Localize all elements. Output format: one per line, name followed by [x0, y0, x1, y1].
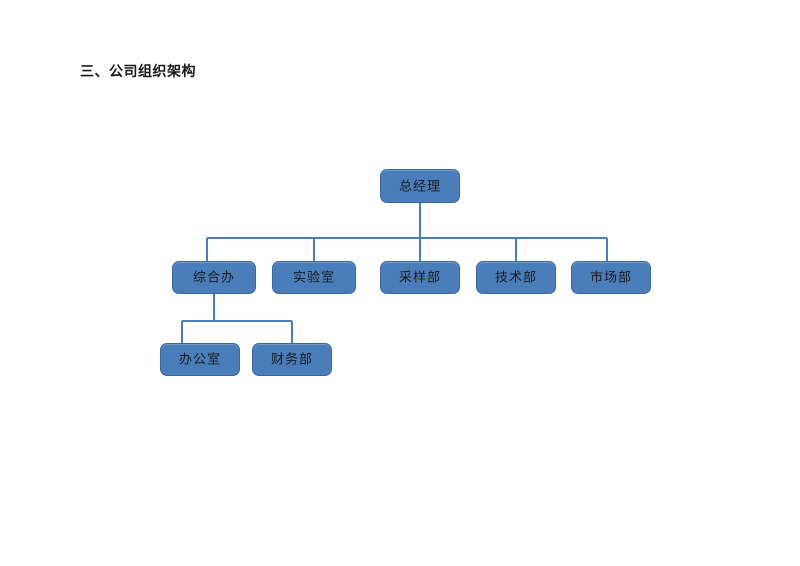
org-node-label: 财务部 [270, 351, 313, 367]
org-node-marketing-dept[interactable]: 市场部 [571, 261, 651, 294]
section-heading: 三、公司组织架构 [80, 65, 196, 80]
org-node-label: 综合办 [192, 269, 235, 285]
org-node-label: 办公室 [178, 351, 221, 367]
org-node-sampling-dept[interactable]: 采样部 [380, 261, 460, 294]
org-node-laboratory[interactable]: 实验室 [272, 261, 356, 294]
org-node-label: 采样部 [398, 269, 441, 285]
org-node-label: 总经理 [398, 178, 441, 193]
org-node-technical-dept[interactable]: 技术部 [476, 261, 556, 294]
org-node-label: 实验室 [292, 269, 335, 285]
org-node-general-manager[interactable]: 总经理 [380, 169, 460, 203]
org-node-label: 技术部 [494, 269, 537, 285]
org-node-label: 市场部 [589, 269, 632, 285]
org-node-office[interactable]: 办公室 [160, 343, 240, 376]
org-node-finance-dept[interactable]: 财务部 [252, 343, 332, 376]
org-node-general-affairs[interactable]: 综合办 [172, 261, 256, 294]
